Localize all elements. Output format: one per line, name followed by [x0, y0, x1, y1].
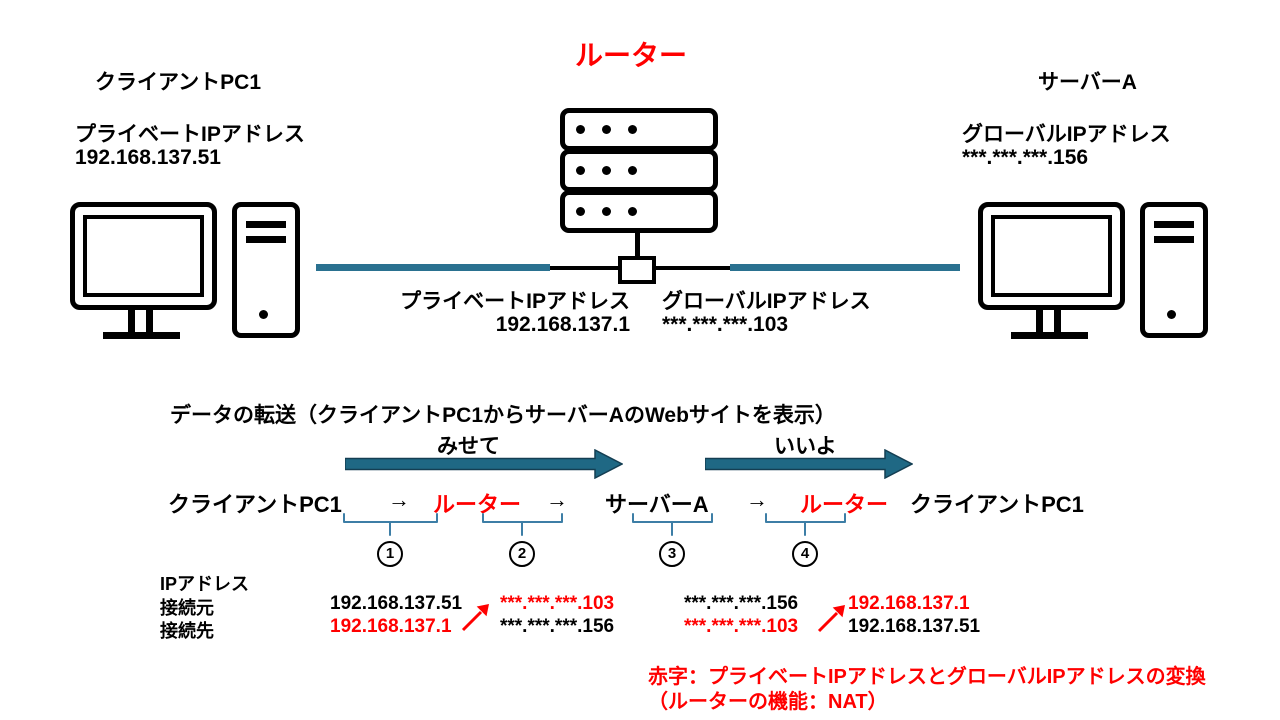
flow-router-2: ルーター: [800, 492, 889, 517]
monitor-screen: [991, 215, 1112, 297]
dest-ip-3: ***.***.***.103: [684, 616, 799, 637]
monitor-stand: [128, 310, 153, 333]
dest-ip-1: 192.168.137.1: [330, 616, 452, 637]
tower-power-dot: [259, 310, 268, 319]
tower-power-dot: [1167, 310, 1176, 319]
monitor-base: [1011, 332, 1088, 339]
dest-ip-2: ***.***.***.156: [500, 616, 615, 637]
router-led: [576, 207, 585, 216]
client-name: クライアントPC1: [95, 71, 262, 94]
flow-server: サーバーA: [605, 492, 709, 517]
router-led: [576, 125, 585, 134]
client-pc-icon: [70, 202, 302, 340]
router-led: [602, 125, 611, 134]
step-brace-4: [765, 513, 846, 536]
source-ip-2: ***.***.***.103: [500, 593, 615, 614]
router-led: [602, 166, 611, 175]
flow-arrow: →: [746, 487, 768, 512]
tower-slot: [1154, 236, 1194, 243]
source-ip-3: ***.***.***.156: [684, 593, 799, 614]
router-led: [602, 207, 611, 216]
step-number-3: 3: [659, 541, 685, 567]
request-arrow-label: みせて: [437, 435, 500, 458]
transfer-title: データの転送（クライアントPC1からサーバーAのWebサイトを表示）: [170, 404, 836, 427]
server-ip-value: ***.***.***.156: [962, 146, 1089, 169]
tower-slot: [246, 221, 286, 228]
legend-line-2: （ルーターの機能：NAT）: [648, 691, 888, 713]
router-link-line: [550, 266, 618, 270]
flow-client-1: クライアントPC1: [168, 492, 342, 517]
router-unit: [560, 149, 718, 192]
step-brace-3: [632, 513, 713, 536]
step-brace-1: [343, 513, 438, 536]
router-icon: [560, 108, 718, 288]
pc-tower-icon: [232, 202, 300, 338]
step-number-4: 4: [792, 541, 818, 567]
nat-translate-arrow-2: [817, 605, 845, 633]
router-private-ip-label: プライベートIPアドレス: [400, 290, 630, 313]
source-ip-1: 192.168.137.51: [330, 593, 463, 614]
router-led: [628, 166, 637, 175]
pc-tower-icon: [1140, 202, 1208, 338]
lan-cable-line: [316, 264, 550, 271]
step-number-1: 1: [377, 541, 403, 567]
router-private-ip-value: 192.168.137.1: [495, 313, 630, 336]
client-ip-value: 192.168.137.51: [75, 146, 221, 169]
router-led: [576, 166, 585, 175]
monitor-screen: [83, 215, 204, 297]
response-arrow: [705, 449, 913, 479]
router-led: [628, 125, 637, 134]
ip-table-title: IPアドレス: [160, 574, 250, 594]
router-title: ルーター: [575, 40, 688, 71]
flow-arrow: →: [388, 487, 410, 512]
tower-slot: [1154, 221, 1194, 228]
server-ip-label: グローバルIPアドレス: [962, 123, 1171, 146]
monitor-icon: [70, 202, 217, 310]
nat-translate-arrow-1: [461, 604, 489, 632]
router-unit: [560, 108, 718, 151]
step-number-2: 2: [509, 541, 535, 567]
flow-client-2: クライアントPC1: [910, 492, 1084, 517]
router-global-ip-value: ***.***.***.103: [662, 313, 789, 336]
legend-line-1: 赤字：プライベートIPアドレスとグローバルIPアドレスの変換: [648, 666, 1206, 688]
router-connector-box: [618, 256, 656, 284]
row-label-dest: 接続先: [160, 621, 214, 641]
wan-cable-line: [730, 264, 960, 271]
tower-slot: [246, 236, 286, 243]
monitor-base: [103, 332, 180, 339]
router-link-line: [656, 266, 730, 270]
server-name: サーバーA: [1038, 71, 1137, 94]
row-label-source: 接続元: [160, 598, 214, 618]
client-ip-label: プライベートIPアドレス: [75, 123, 305, 146]
response-arrow-label: いいよ: [774, 435, 837, 458]
router-unit: [560, 190, 718, 233]
monitor-icon: [978, 202, 1125, 310]
monitor-stand: [1036, 310, 1061, 333]
flow-arrow: →: [546, 487, 568, 512]
dest-ip-4: 192.168.137.51: [848, 616, 981, 637]
router-led: [628, 207, 637, 216]
server-icon: [978, 202, 1210, 340]
flow-router-1: ルーター: [433, 492, 522, 517]
request-arrow: [345, 449, 623, 479]
step-brace-2: [482, 513, 563, 536]
source-ip-4: 192.168.137.1: [848, 593, 970, 614]
router-global-ip-label: グローバルIPアドレス: [662, 290, 871, 313]
router-stem: [635, 232, 640, 260]
